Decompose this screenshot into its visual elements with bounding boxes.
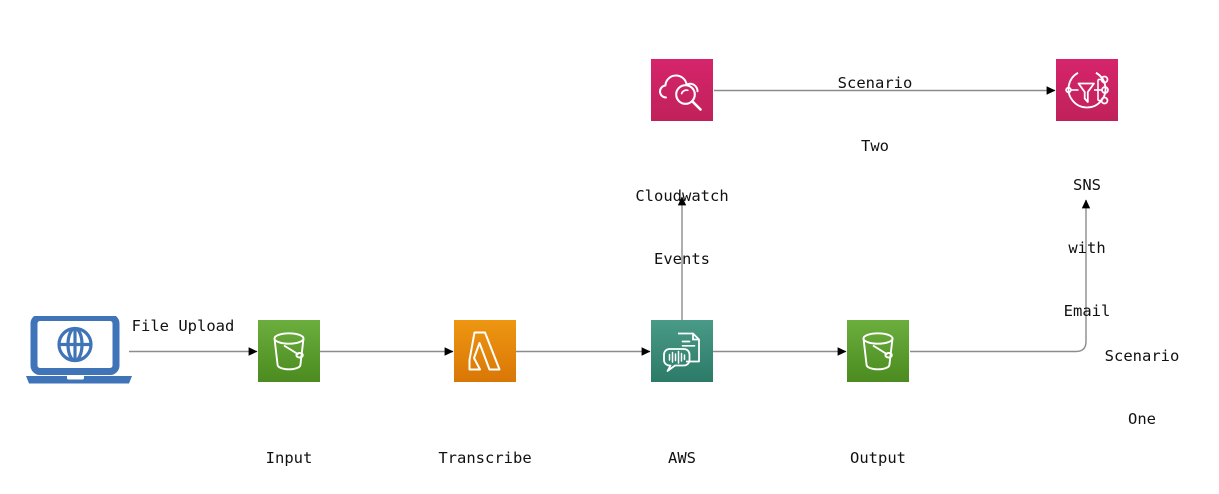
- sns-with-email-box[interactable]: [1056, 59, 1118, 121]
- s3-output-bucket-box[interactable]: [847, 320, 909, 382]
- aws-transcribe-box[interactable]: [651, 320, 713, 382]
- cloudwatch-events-box[interactable]: [651, 59, 713, 121]
- node-label-transcribe-trigger: Transcribe Trigger: [420, 406, 550, 494]
- label-line: AWS: [668, 449, 696, 467]
- node-label-sns-with-email: SNS with Email: [1027, 133, 1147, 364]
- node-label-cloudwatch-events: Cloudwatch Events: [617, 144, 747, 312]
- lambda-trigger-box[interactable]: [454, 320, 516, 382]
- label-line: Transcribe: [438, 449, 532, 467]
- label-line: One: [1128, 410, 1156, 428]
- transcribe-icon: [651, 320, 713, 382]
- label-line: with: [1068, 239, 1106, 257]
- label-line: Two: [861, 137, 889, 155]
- node-label-input-bucket: Input Bucket: [228, 406, 350, 494]
- label-line: Scenario: [1104, 347, 1180, 365]
- sns-icon: [1056, 59, 1118, 121]
- s3-bucket-icon: [258, 320, 320, 382]
- s3-input-bucket-box[interactable]: [258, 320, 320, 382]
- node-label-output-bucket: Output Bucket: [817, 406, 939, 494]
- label-line: Scenario: [837, 74, 913, 92]
- label-line: Events: [654, 250, 710, 268]
- lambda-icon: [454, 320, 516, 382]
- cloudwatch-icon: [651, 59, 713, 121]
- label-line: Input: [265, 449, 313, 467]
- client-laptop: [26, 316, 132, 384]
- laptop-globe-icon: [26, 316, 132, 384]
- edge-label-scenario-two: Scenario Two: [805, 31, 945, 199]
- edge-label-file-upload: File Upload: [131, 317, 235, 335]
- label-line: Email: [1063, 302, 1111, 320]
- label-line: Cloudwatch: [635, 187, 729, 205]
- s3-bucket-icon: [847, 320, 909, 382]
- edge-label-scenario-one: Scenario One: [1092, 304, 1192, 472]
- node-label-aws-transcribe: AWS Transcribe: [617, 406, 747, 494]
- label-line: SNS: [1073, 176, 1101, 194]
- label-line: Output: [850, 449, 906, 467]
